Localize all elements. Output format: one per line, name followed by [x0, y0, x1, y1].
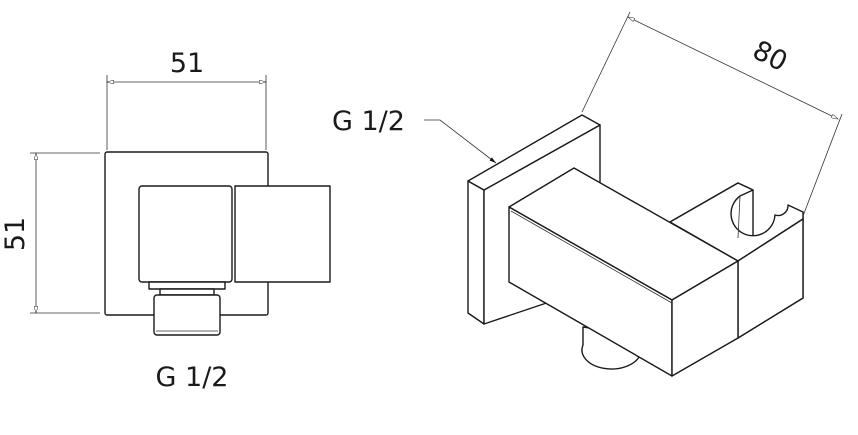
extension-line: [802, 113, 843, 217]
isometric-view: 80 G 1/2: [332, 11, 843, 377]
height-dimension-label: 51: [0, 217, 31, 251]
iso-thread-label: G 1/2: [332, 106, 405, 137]
front-view: 51 51 G 1/2: [0, 48, 331, 393]
plate-top: [467, 114, 601, 191]
length-dimension-line: [628, 17, 838, 119]
outlet-collar: [159, 288, 215, 296]
holder-top: [669, 182, 804, 262]
leader-line: [424, 119, 497, 164]
holder-edge: [737, 195, 741, 239]
outlet-body: [138, 185, 233, 283]
outlet-collar: [148, 281, 226, 290]
box-edge: [510, 210, 673, 304]
width-dimension-label: 51: [170, 48, 204, 79]
holder-arm: [234, 185, 331, 283]
plate-side: [467, 180, 485, 325]
thread-nut: [153, 294, 221, 336]
extension-line: [581, 11, 631, 113]
front-thread-label: G 1/2: [156, 362, 229, 393]
length-dimension-label: 80: [748, 35, 793, 78]
outlet-box-end: [671, 260, 739, 377]
